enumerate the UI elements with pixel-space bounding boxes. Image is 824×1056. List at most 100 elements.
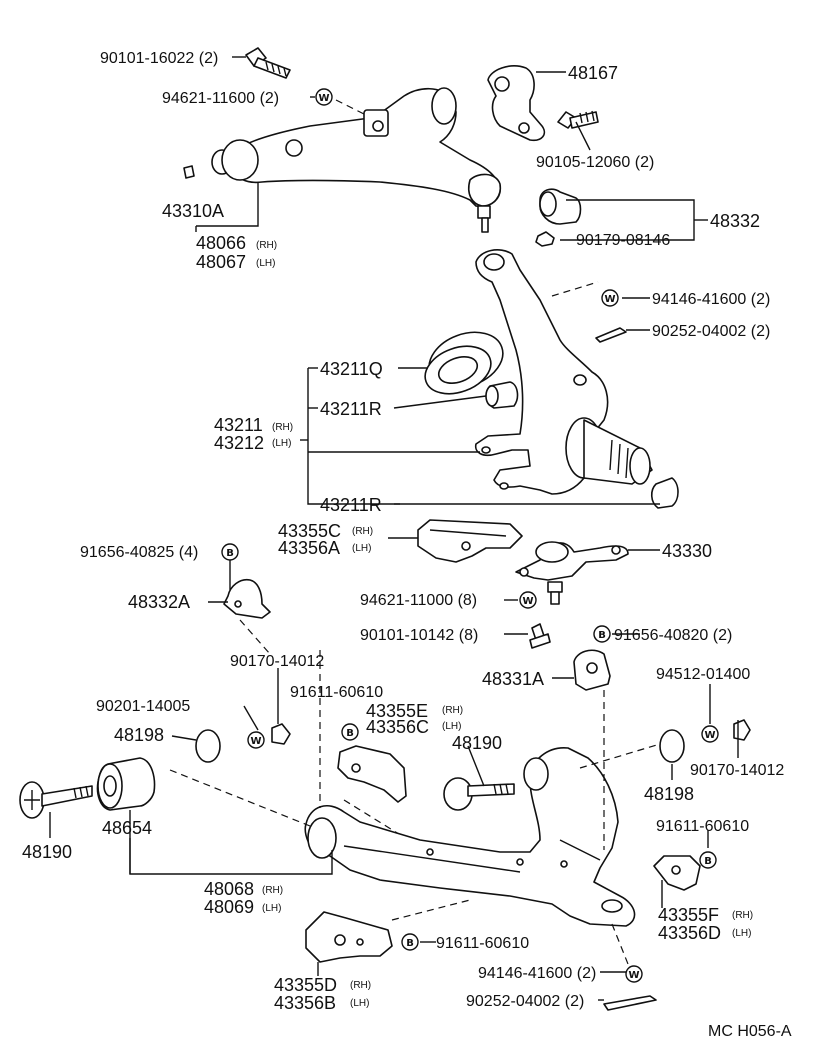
label-91611-60610-b: 91611-60610	[656, 818, 749, 835]
shield-43355F	[653, 855, 701, 891]
bolt-48190-mid	[443, 777, 515, 811]
symbol-washer-3: W	[519, 591, 537, 609]
symbol-b-1: B	[221, 543, 239, 561]
symbol-b-3: B	[341, 723, 359, 741]
label-48067: 48067	[196, 252, 246, 272]
label-48167: 48167	[568, 63, 618, 83]
label-43355F-rh: (RH)	[732, 910, 753, 921]
label-43355C: 43355C	[278, 521, 341, 541]
svg-text:B: B	[346, 728, 354, 739]
label-43211R-b: 43211R	[320, 495, 382, 515]
label-43211R-a: 43211R	[320, 399, 382, 419]
label-94146-41600-bot: 94146-41600 (2)	[478, 965, 596, 982]
label-94621-11000: 94621-11000 (8)	[360, 592, 477, 609]
label-48332A: 48332A	[128, 592, 190, 612]
footer-code: MC H056-A	[708, 1023, 792, 1040]
label-43355E-rh: (RH)	[442, 705, 463, 716]
label-94146-41600-top: 94146-41600 (2)	[652, 291, 770, 308]
label-48067-lh: (LH)	[256, 258, 275, 269]
ball-joint-43330	[515, 541, 629, 605]
symbol-b-4: B	[699, 851, 717, 869]
bearing-43211R	[485, 381, 519, 409]
upper-control-arm	[211, 87, 502, 233]
svg-text:B: B	[406, 938, 414, 949]
svg-text:W: W	[250, 736, 261, 747]
label-43356B: 43356B	[274, 993, 336, 1013]
label-43356C: 43356C	[366, 717, 429, 737]
bump-stopper-48332A	[223, 578, 271, 619]
bolt-90101-16022	[245, 47, 291, 79]
label-43330: 43330	[662, 541, 712, 561]
label-91656-40825: 91656-40825 (4)	[80, 544, 198, 561]
label-48198-b: 48198	[644, 784, 694, 804]
label-43356C-lh: (LH)	[442, 721, 461, 732]
label-90252-04002-bot: 90252-04002 (2)	[466, 993, 584, 1010]
symbol-washer-4: W	[247, 731, 265, 749]
symbol-b-2: B	[593, 625, 611, 643]
label-48069-lh: (LH)	[262, 903, 281, 914]
svg-text:B: B	[598, 630, 606, 641]
label-48331A: 48331A	[482, 669, 544, 689]
label-48198-a: 48198	[114, 725, 164, 745]
label-48068-rh: (RH)	[262, 885, 283, 896]
label-90170-14012-b: 90170-14012	[690, 762, 784, 779]
label-43356B-lh: (LH)	[350, 998, 369, 1009]
label-48069: 48069	[204, 897, 254, 917]
symbol-washer-2: W	[601, 289, 619, 307]
label-43355E: 43355E	[366, 701, 428, 721]
svg-text:W: W	[628, 970, 639, 981]
label-90179-08146: 90179-08146	[576, 232, 670, 249]
bushing-48654	[96, 757, 156, 811]
label-48068: 48068	[204, 879, 254, 899]
label-91611-60610-a: 91611-60610	[290, 684, 383, 701]
label-43356A-lh: (LH)	[352, 543, 371, 554]
label-43211Q: 43211Q	[320, 359, 383, 379]
bearing-43211R-outer	[650, 477, 679, 509]
bolt-48190-left	[19, 781, 93, 819]
label-90170-14012-a: 90170-14012	[230, 653, 324, 670]
symbol-b-5: B	[401, 933, 419, 951]
label-43355C-rh: (RH)	[352, 526, 373, 537]
label-43212: 43212	[214, 433, 264, 453]
leader-lines	[49, 56, 739, 1001]
svg-text:W: W	[318, 93, 329, 104]
bracket-48331A	[573, 649, 611, 691]
part-labels: 90101-16022 (2) 94621-11600 (2) 48167 90…	[22, 50, 792, 1040]
label-48190-a: 48190	[452, 733, 502, 753]
shield-43355D	[305, 911, 393, 963]
label-43355D: 43355D	[274, 975, 337, 995]
label-43356D: 43356D	[658, 923, 721, 943]
svg-text:W: W	[604, 294, 615, 305]
label-90101-16022: 90101-16022 (2)	[100, 50, 218, 67]
label-91611-60610-c: 91611-60610	[436, 935, 529, 952]
steering-knuckle	[474, 249, 653, 495]
label-48066-rh: (RH)	[256, 240, 277, 251]
bump-stopper-48332	[535, 188, 582, 247]
label-48332: 48332	[710, 211, 760, 231]
label-48190-b: 48190	[22, 842, 72, 862]
label-48654: 48654	[102, 818, 152, 838]
shield-43355E	[337, 745, 407, 803]
label-94621-11600: 94621-11600 (2)	[162, 90, 279, 107]
svg-text:B: B	[704, 856, 712, 867]
symbol-washer-1: W	[315, 88, 333, 106]
label-43212-lh: (LH)	[272, 438, 291, 449]
symbol-washer-5: W	[701, 725, 719, 743]
svg-text:W: W	[522, 596, 533, 607]
label-90101-10142: 90101-10142 (8)	[360, 627, 478, 644]
label-43310A: 43310A	[162, 201, 224, 221]
label-43211-rh: (RH)	[272, 422, 293, 433]
label-90201-14005: 90201-14005	[96, 698, 190, 715]
label-94512-01400: 94512-01400	[656, 666, 750, 683]
bracket-48167	[487, 65, 546, 142]
label-43355F: 43355F	[658, 905, 719, 925]
svg-text:W: W	[704, 730, 715, 741]
label-43356A: 43356A	[278, 538, 340, 558]
label-90252-04002-top: 90252-04002 (2)	[652, 323, 770, 340]
label-43355D-rh: (RH)	[350, 980, 371, 991]
label-43356D-lh: (LH)	[732, 928, 751, 939]
label-48066: 48066	[196, 233, 246, 253]
label-43211: 43211	[214, 415, 263, 435]
label-90105-12060: 90105-12060 (2)	[536, 154, 654, 171]
